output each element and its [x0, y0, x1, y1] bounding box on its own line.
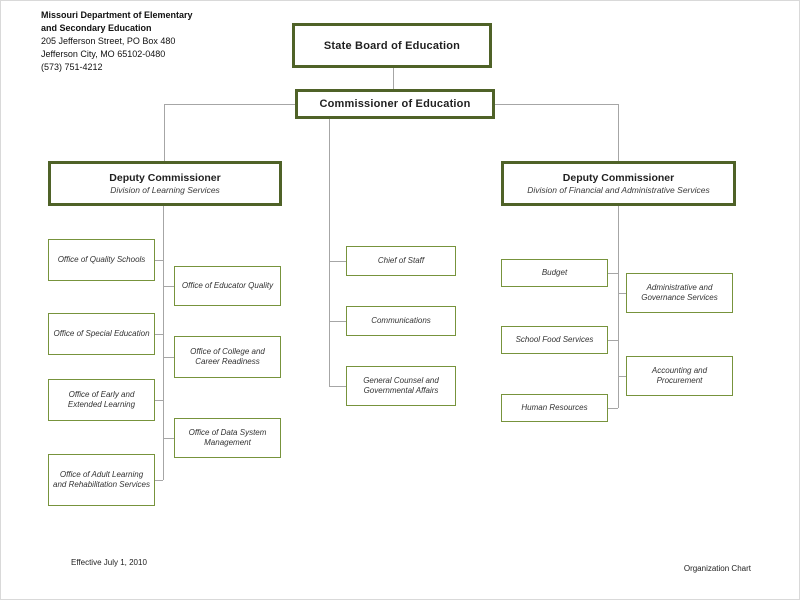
connector-stub-quality-schools	[155, 260, 163, 261]
connector-stub-school-food	[608, 340, 618, 341]
node-office-quality-schools-label: Office of Quality Schools	[57, 254, 146, 264]
node-office-quality-schools: Office of Quality Schools	[48, 239, 155, 281]
letterhead-org-line2: and Secondary Education	[41, 23, 152, 33]
node-office-adult-learning-rehab-label: Office of Adult Learning and Rehabilitat…	[53, 469, 150, 490]
node-office-early-extended-learning: Office of Early and Extended Learning	[48, 379, 155, 421]
letterhead: Missouri Department of Elementary and Se…	[41, 9, 193, 74]
connector-stub-educator-quality	[163, 286, 174, 287]
letterhead-address1: 205 Jefferson Street, PO Box 480	[41, 36, 176, 46]
node-chief-of-staff-label: Chief of Staff	[377, 255, 425, 265]
letterhead-org-line1: Missouri Department of Elementary	[41, 10, 193, 20]
connector-stub-adult-learning	[155, 480, 163, 481]
node-school-food-services: School Food Services	[501, 326, 608, 354]
connector-stub-budget	[608, 273, 618, 274]
node-budget-label: Budget	[541, 267, 568, 277]
connector-financial-trunk	[618, 206, 619, 408]
node-office-special-education: Office of Special Education	[48, 313, 155, 355]
node-state-board: State Board of Education	[292, 23, 492, 68]
node-office-college-career: Office of College and Career Readiness	[174, 336, 281, 378]
node-accounting-procurement-label: Accounting and Procurement	[651, 365, 708, 386]
node-human-resources: Human Resources	[501, 394, 608, 422]
node-general-counsel-label: General Counsel and Governmental Affairs	[363, 375, 439, 396]
connector-stub-college-career	[163, 357, 174, 358]
letterhead-phone: (573) 751-4212	[41, 62, 103, 72]
connector-staff-trunk	[329, 119, 330, 386]
connector-commissioner-right-v	[618, 104, 619, 161]
connector-stub-special-education	[155, 334, 163, 335]
node-deputy-learning-subtitle: Division of Learning Services	[110, 185, 220, 195]
node-office-special-education-label: Office of Special Education	[53, 328, 150, 338]
connector-commissioner-right-h	[495, 104, 618, 105]
node-deputy-financial-subtitle: Division of Financial and Administrative…	[527, 185, 710, 195]
node-deputy-financial: Deputy Commissioner Division of Financia…	[501, 161, 736, 206]
node-accounting-procurement: Accounting and Procurement	[626, 356, 733, 396]
connector-stub-general-counsel	[329, 386, 346, 387]
node-office-adult-learning-rehab: Office of Adult Learning and Rehabilitat…	[48, 454, 155, 506]
node-deputy-learning-title: Deputy Commissioner	[109, 172, 221, 184]
node-office-data-system-label: Office of Data System Management	[188, 427, 267, 448]
connector-commissioner-left-h	[164, 104, 295, 105]
node-deputy-learning: Deputy Commissioner Division of Learning…	[48, 161, 282, 206]
connector-commissioner-left-v	[164, 104, 165, 161]
connector-stateboard-commissioner	[393, 68, 394, 89]
connector-learning-trunk	[163, 206, 164, 480]
node-office-early-extended-learning-label: Office of Early and Extended Learning	[67, 389, 136, 410]
letterhead-address2: Jefferson City, MO 65102-0480	[41, 49, 166, 59]
node-admin-governance-label: Administrative and Governance Services	[641, 282, 718, 303]
connector-stub-human-resources	[608, 408, 618, 409]
node-communications: Communications	[346, 306, 456, 336]
node-admin-governance: Administrative and Governance Services	[626, 273, 733, 313]
node-office-educator-quality-label: Office of Educator Quality	[181, 280, 274, 290]
chart-label: Organization Chart	[683, 564, 751, 573]
node-chief-of-staff: Chief of Staff	[346, 246, 456, 276]
connector-stub-communications	[329, 321, 346, 322]
node-commissioner: Commissioner of Education	[295, 89, 495, 119]
node-communications-label: Communications	[371, 315, 431, 325]
node-human-resources-label: Human Resources	[521, 402, 588, 412]
connector-stub-data-system	[163, 438, 174, 439]
node-school-food-services-label: School Food Services	[515, 334, 594, 344]
connector-stub-chief-of-staff	[329, 261, 346, 262]
node-commissioner-label: Commissioner of Education	[319, 98, 471, 110]
connector-stub-admin-governance	[618, 293, 626, 294]
effective-date: Effective July 1, 2010	[71, 558, 147, 567]
node-office-data-system: Office of Data System Management	[174, 418, 281, 458]
connector-stub-accounting	[618, 376, 626, 377]
connector-stub-early-extended	[155, 400, 163, 401]
node-office-college-career-label: Office of College and Career Readiness	[190, 346, 265, 367]
node-state-board-label: State Board of Education	[323, 39, 461, 52]
node-general-counsel: General Counsel and Governmental Affairs	[346, 366, 456, 406]
node-office-educator-quality: Office of Educator Quality	[174, 266, 281, 306]
node-deputy-financial-title: Deputy Commissioner	[562, 172, 675, 184]
node-budget: Budget	[501, 259, 608, 287]
